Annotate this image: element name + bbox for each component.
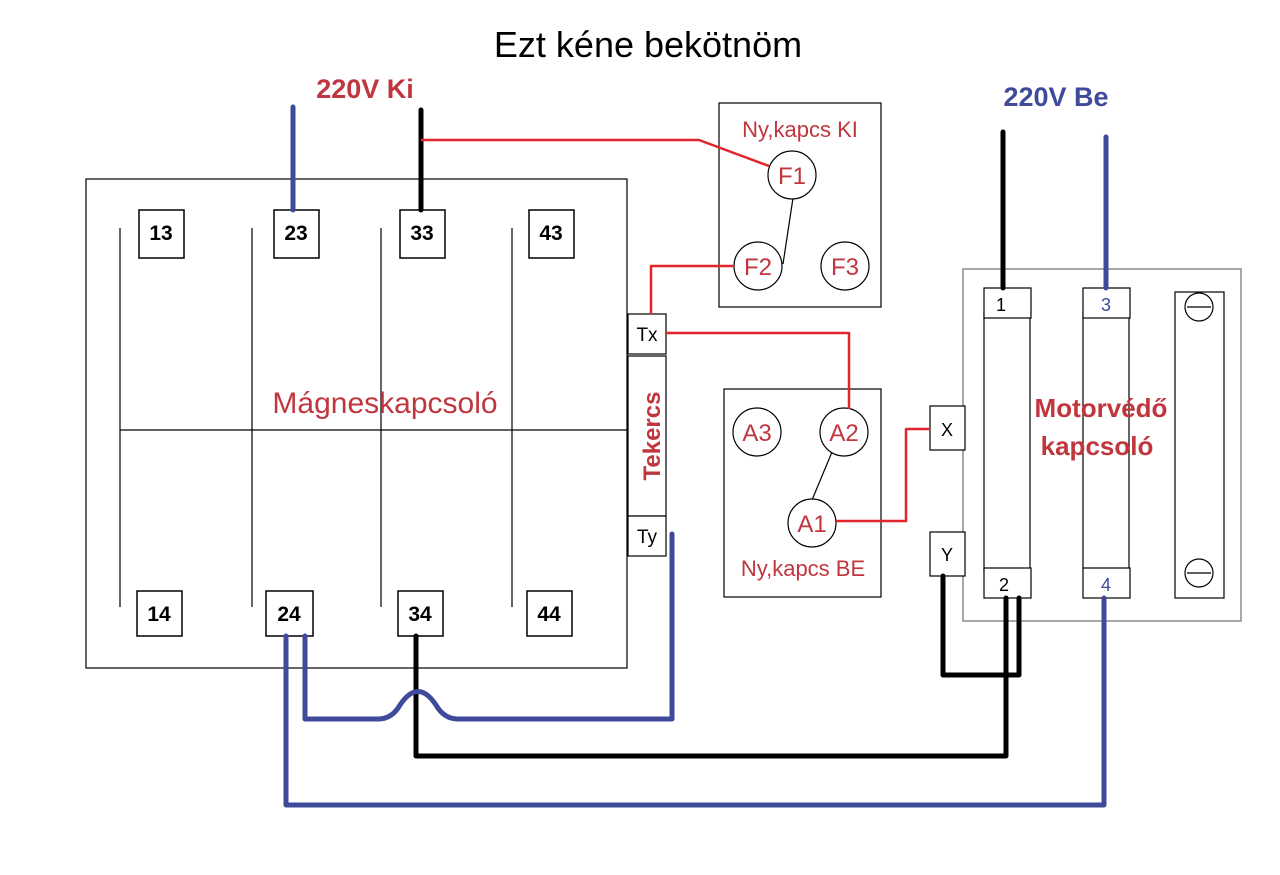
terminal-label: 24 — [277, 603, 301, 626]
terminal-label: F1 — [778, 163, 806, 190]
contactor: 13 23 33 43 14 24 34 44 — [85, 178, 628, 669]
coil-terminal-tx[interactable]: Tx — [627, 313, 667, 355]
terminal-label: 2 — [999, 575, 1009, 595]
terminal-label: 3 — [1101, 295, 1111, 315]
terminal-label: 14 — [147, 603, 171, 626]
terminal-f1[interactable]: F1 — [767, 150, 817, 200]
terminal-2[interactable]: 2 — [983, 567, 1032, 599]
terminal-14[interactable]: 14 — [136, 590, 183, 637]
motor-protector-pole — [1174, 291, 1225, 599]
motor-protector-name-line1: Motorvédő — [1035, 393, 1168, 423]
wire-red-f2-tx — [649, 264, 734, 314]
wire-red-tx-a2 — [666, 331, 851, 409]
supply-out-label: 220V Ki — [316, 74, 414, 104]
motor-protector-pole — [983, 311, 1031, 571]
terminal-label: A2 — [829, 420, 858, 447]
coil-terminal-label: Tx — [636, 325, 658, 346]
terminal-label: 43 — [539, 222, 562, 245]
terminal-3[interactable]: 3 — [1082, 287, 1131, 319]
terminal-y[interactable]: Y — [929, 531, 966, 577]
coil-terminal-ty[interactable]: Ty — [627, 515, 667, 557]
terminal-f2[interactable]: F2 — [733, 241, 783, 291]
motor-protector-pole — [1082, 311, 1130, 571]
motor-protector: 1 3 2 4 Motorvédő kapcsoló — [962, 268, 1242, 622]
terminal-label: F3 — [831, 254, 859, 281]
coil-body — [627, 355, 667, 517]
terminal-label: 13 — [149, 222, 172, 245]
wire-red-33-f1 — [421, 138, 770, 168]
terminal-label: 23 — [284, 222, 307, 245]
terminal-33[interactable]: 33 — [399, 209, 446, 259]
terminal-13[interactable]: 13 — [138, 209, 185, 259]
terminal-23[interactable]: 23 — [273, 209, 320, 259]
terminal-f3[interactable]: F3 — [820, 241, 870, 291]
terminal-label: 33 — [410, 222, 433, 245]
stop-switch-label: Ny,kapcs KI — [742, 117, 858, 142]
terminal-label: 34 — [408, 603, 432, 626]
terminal-x[interactable]: X — [929, 405, 966, 451]
terminal-4[interactable]: 4 — [1082, 567, 1131, 599]
wire-black-y-2 — [940, 573, 1022, 678]
terminal-label: 44 — [537, 603, 561, 626]
supply-in-label: 220V Be — [1003, 82, 1108, 112]
terminal-a3[interactable]: A3 — [732, 407, 782, 457]
switch-contact-link — [782, 197, 794, 265]
terminal-label: A1 — [797, 511, 826, 538]
diagram-title: Ezt kéne bekötnöm — [494, 24, 802, 65]
start-switch-label: Ny,kapcs BE — [741, 556, 865, 581]
terminal-label: A3 — [742, 420, 771, 447]
terminal-a2[interactable]: A2 — [819, 407, 869, 457]
terminal-a1[interactable]: A1 — [787, 498, 837, 548]
switch-contact-link — [811, 451, 833, 501]
motor-protector-name-line2: kapcsoló — [1041, 431, 1154, 461]
terminal-44[interactable]: 44 — [526, 590, 573, 637]
start-switch: A3 A2 A1 Ny,kapcs BE — [723, 388, 882, 598]
terminal-label: 1 — [996, 295, 1006, 315]
stop-switch: Ny,kapcs KI F1 F2 F3 — [718, 102, 882, 308]
adjust-screw-icon[interactable] — [1184, 558, 1214, 588]
terminal-label: 4 — [1101, 575, 1111, 595]
wire-red-a1-x — [836, 427, 930, 523]
terminal-24[interactable]: 24 — [265, 590, 314, 637]
coil-label: Tekercs — [639, 392, 666, 481]
terminal-label: Y — [941, 545, 953, 565]
contactor-name: Mágneskapcsoló — [272, 387, 497, 420]
wire-black-34-2 — [413, 595, 1009, 759]
wire-blue-24-4 — [283, 595, 1107, 808]
wires — [283, 104, 1109, 808]
terminal-34[interactable]: 34 — [397, 590, 444, 637]
adjust-screw-icon[interactable] — [1184, 292, 1214, 322]
coil: Tekercs Tx Ty — [627, 313, 667, 557]
coil-terminal-label: Ty — [637, 527, 658, 548]
terminal-label: F2 — [744, 254, 772, 281]
terminal-label: X — [941, 420, 953, 440]
contactor-body — [85, 178, 628, 669]
wire-blue-24-ty — [302, 531, 675, 722]
terminal-43[interactable]: 43 — [528, 209, 575, 259]
terminal-1[interactable]: 1 — [983, 287, 1032, 319]
